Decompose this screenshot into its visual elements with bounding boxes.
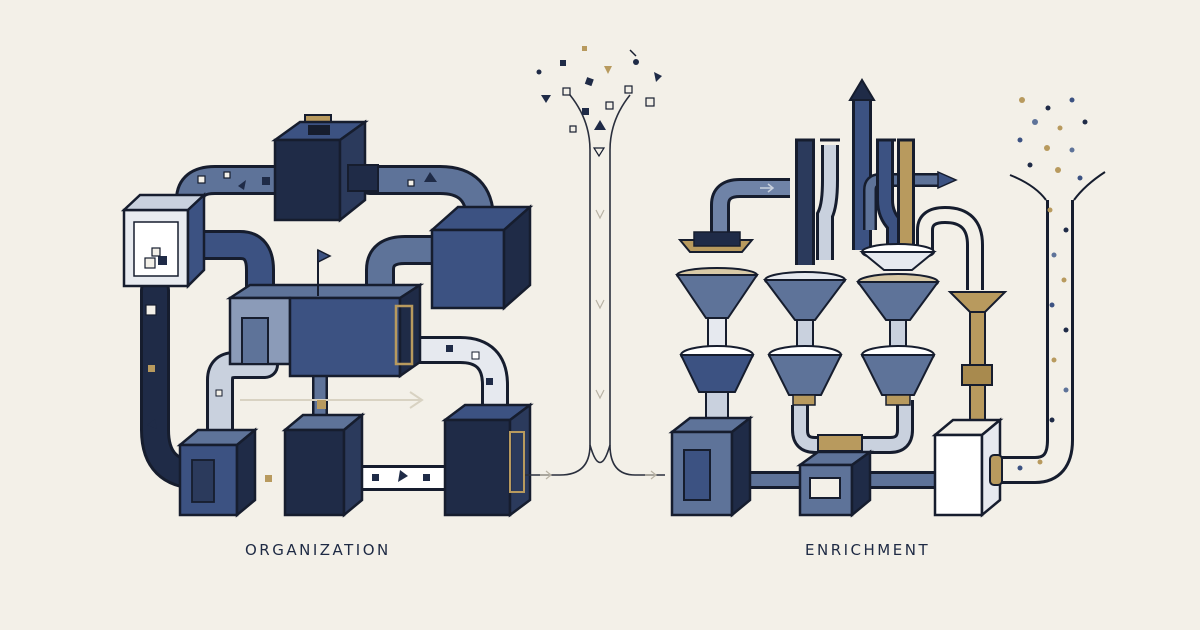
flow-arrow-internal xyxy=(240,391,424,409)
output-particles xyxy=(1017,97,1088,471)
connector-particles xyxy=(536,46,662,158)
organization-machine xyxy=(120,114,534,518)
top-box xyxy=(271,114,379,223)
exit-collar xyxy=(989,454,1003,486)
gold-funnel xyxy=(947,291,1008,423)
enrichment-right-box xyxy=(931,417,1004,518)
connector-stream xyxy=(525,94,665,480)
connector-left-line xyxy=(525,94,591,476)
enrichment-machine xyxy=(668,78,1106,518)
funnel-1 xyxy=(675,231,759,423)
right-upper-box xyxy=(428,204,534,311)
funnel-3 xyxy=(856,243,940,406)
enrichment-center-box xyxy=(796,434,874,518)
bottom-right-box xyxy=(441,402,534,518)
bottom-center-box xyxy=(281,412,366,518)
organization-particles xyxy=(145,171,493,482)
bottom-left-box xyxy=(176,427,259,518)
funnel-2 xyxy=(763,271,847,406)
central-box xyxy=(225,248,425,379)
connector-right-line xyxy=(609,94,665,476)
enrichment-left-box xyxy=(668,415,754,518)
organization-label: ORGANIZATION xyxy=(245,541,391,559)
glass-container xyxy=(120,192,208,290)
output-tube-flare xyxy=(1009,171,1106,201)
enrichment-label: ENRICHMENT xyxy=(805,541,931,559)
